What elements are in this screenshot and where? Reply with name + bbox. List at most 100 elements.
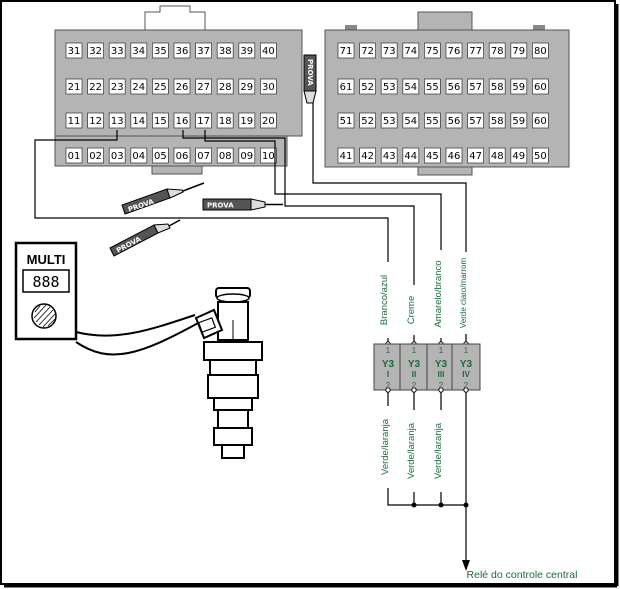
right-connector-pin-label: 42 [361, 151, 374, 162]
right-connector-pin-label: 47 [469, 151, 482, 162]
right-connector-pin-label: 52 [361, 116, 374, 127]
right-connector-pin-box [359, 147, 377, 164]
left-connector-pin-label: 26 [176, 82, 189, 93]
right-connector-pin-label: 60 [534, 116, 547, 127]
right-connector-pin-box [510, 112, 528, 129]
left-connector-pin-label: 28 [219, 82, 232, 93]
wire-label-return-1: Verde/laranja [380, 418, 391, 475]
multimeter-dial-hatch [33, 304, 56, 328]
right-connector-pin-label: 50 [534, 151, 547, 162]
left-connector-pin-box [65, 112, 83, 129]
connector-right-notch-right [533, 25, 545, 31]
right-connector-pin-box [423, 42, 441, 59]
right-connector-pin-box [510, 147, 528, 164]
right-connector-pin-box [402, 78, 420, 95]
left-connector-pin-label: 25 [154, 82, 167, 93]
left-connector-pin-label: 33 [111, 46, 124, 57]
right-connector-pin-box [402, 42, 420, 59]
wire-amarelo-branco [204, 130, 442, 262]
right-connector-pin-label: 55 [426, 82, 439, 93]
wire-label-return-2: Verde/laranja [406, 422, 417, 479]
left-connector-pin-box [87, 112, 104, 129]
right-connector-pin-label: 76 [448, 46, 461, 57]
left-connector-pin-box [108, 112, 126, 129]
right-connector-pin-label: 55 [426, 116, 439, 127]
left-connector-pin-label: 39 [240, 46, 253, 57]
left-connector-pin-box [65, 78, 83, 95]
left-connector-pin-label: 23 [111, 82, 124, 93]
multimeter-lead-1 [75, 321, 201, 356]
left-connector-pin-label: 02 [89, 151, 102, 162]
right-connector-pin-box [337, 147, 355, 164]
left-connector-pin-box [65, 42, 83, 59]
left-connector-pin-box [130, 42, 148, 59]
wire-label-branco-azul: Branco/azul [379, 275, 390, 325]
connector-right-tab [417, 166, 473, 176]
right-connector-pin-label: 46 [448, 151, 461, 162]
left-connector-pin-box [87, 42, 104, 59]
probe-2: PROVA [202, 198, 283, 211]
right-connector-pin-box [488, 42, 506, 59]
wire-branco-azul [34, 130, 389, 262]
left-connector-pin-box [216, 112, 234, 129]
right-connector-pin-label: 54 [404, 116, 417, 127]
probe-1: PROVA [121, 182, 205, 215]
left-connector-pin-label: 31 [68, 46, 81, 57]
right-connector-pin-box [532, 147, 549, 164]
junction-dot-2 [438, 502, 444, 508]
left-connector-pin-label: 20 [262, 116, 275, 127]
left-connector-pin-box [238, 147, 256, 164]
right-connector-pin-label: 53 [383, 116, 396, 127]
right-connector-pin-box [445, 78, 463, 95]
left-connector-pin-label: 18 [219, 116, 232, 127]
multimeter-title: MULTI [27, 252, 66, 267]
left-connector-pin-label: 15 [154, 116, 167, 127]
right-connector-pin-label: 43 [383, 151, 396, 162]
right-connector-pin-box [359, 78, 377, 95]
right-connector-pin-box [445, 112, 463, 129]
left-connector-pin-box [151, 42, 169, 59]
module-y3-4: 1 Y3 IV 2 [451, 262, 481, 398]
module-y3-3: 1 Y3 III 2 [426, 262, 456, 398]
left-connector-pin-label: 37 [197, 46, 210, 57]
right-connector-pin-box [359, 112, 377, 129]
right-connector-pin-label: 73 [383, 46, 396, 57]
right-connector-pin-label: 74 [404, 46, 417, 57]
left-connector-pin-label: 08 [219, 151, 232, 162]
left-connector-pin-box [151, 78, 169, 95]
fuel-injector [194, 287, 263, 459]
module-2-roman: II [412, 370, 416, 379]
connector-left-tab [151, 165, 203, 175]
connector-right-notch-left [345, 25, 357, 31]
right-connector-pin-box [337, 112, 355, 129]
module-y3-2: 1 Y3 II 2 [399, 262, 429, 398]
left-connector-pin-box [173, 112, 191, 129]
left-connector-pin-label: 07 [197, 151, 210, 162]
left-connector-pin-box [108, 147, 126, 164]
right-connector-pin-label: 56 [448, 116, 461, 127]
module-1-roman: I [387, 370, 389, 379]
module-2-pin-bottom: 2 [412, 381, 417, 390]
left-connector-pin-box [216, 42, 234, 59]
right-connector-pin-label: 57 [469, 116, 482, 127]
left-connector-pin-box [195, 112, 213, 129]
wire-labels: Branco/azul Creme Amarelo/branco Verde c… [379, 250, 472, 492]
left-connector-pin-box [65, 147, 83, 164]
left-connector-pin-label: 14 [132, 116, 145, 127]
left-connector-pin-label: 27 [197, 82, 210, 93]
right-connector-pin-box [488, 78, 506, 95]
probe-3: PROVA [109, 219, 181, 257]
left-connector-pin-label: 34 [132, 46, 145, 57]
module-1-code: Y3 [382, 359, 395, 370]
right-connector-pin-label: 56 [448, 82, 461, 93]
left-connector-pin-label: 12 [89, 116, 102, 127]
left-connector-pin-box [130, 112, 148, 129]
wire-return-bus [387, 398, 467, 560]
right-connector-pin-box [423, 147, 441, 164]
right-connector-pin-label: 44 [404, 151, 417, 162]
left-connector-pin-label: 01 [68, 151, 81, 162]
